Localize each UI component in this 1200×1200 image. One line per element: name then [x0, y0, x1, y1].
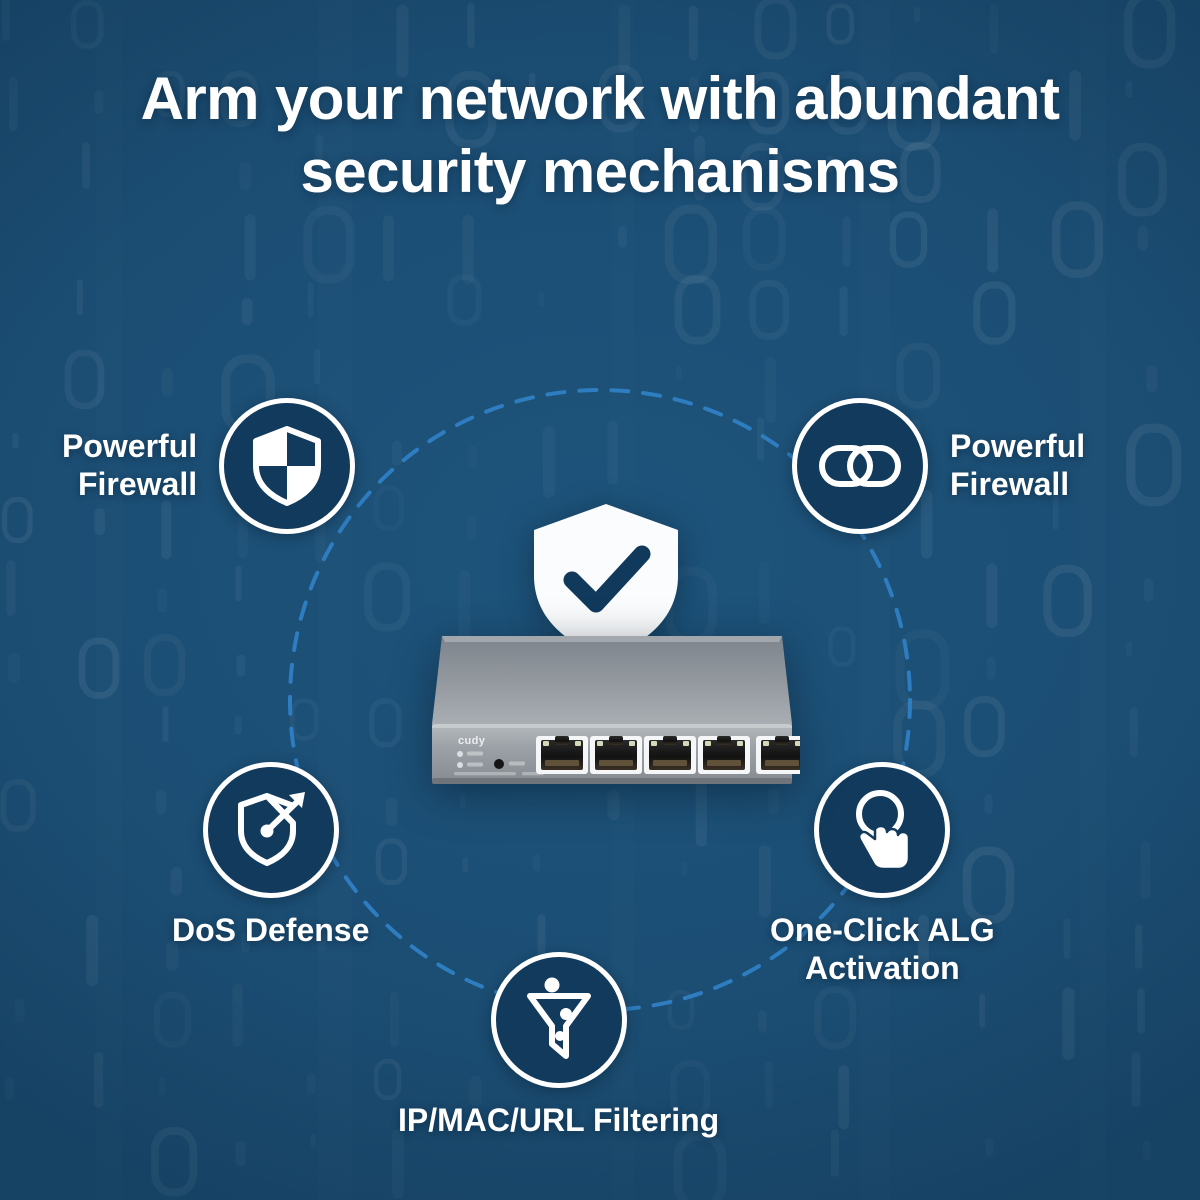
chain-link-icon — [817, 437, 903, 495]
headline-line-1: Arm your network with abundant — [140, 65, 1060, 132]
center-security-shield — [524, 500, 688, 660]
feature-icon-circle — [490, 952, 627, 1088]
feature-icon-circle — [814, 762, 951, 898]
feature-node-firewall-right[interactable]: Powerful Firewall — [792, 398, 1085, 534]
feature-icon-circle — [202, 762, 339, 898]
feature-node-filtering[interactable]: IP/MAC/URL Filtering — [398, 952, 719, 1140]
feature-node-alg-activation[interactable]: One-Click ALG Activation — [770, 762, 995, 988]
feature-icon-circle — [219, 398, 356, 534]
feature-label-filtering: IP/MAC/URL Filtering — [398, 1102, 720, 1138]
headline-line-2: security mechanisms — [300, 138, 901, 206]
product-network-switch: cudy — [424, 628, 800, 796]
page-title: Arm your network with abundant security … — [0, 62, 1200, 208]
feature-label-dos-defense: DoS Defense — [172, 912, 370, 948]
feature-label-firewall-left: Powerful Firewall — [62, 428, 198, 502]
funnel-filter-icon — [522, 976, 596, 1064]
click-hand-icon — [842, 787, 922, 873]
svg-text:cudy: cudy — [458, 735, 486, 747]
shield-check-icon — [524, 504, 688, 664]
shield-quartered-icon — [251, 426, 323, 506]
feature-node-dos-defense[interactable]: DoS Defense — [172, 762, 369, 950]
feature-label-alg-activation: One-Click ALG Activation — [770, 912, 995, 986]
feature-node-firewall-left[interactable]: Powerful Firewall — [62, 398, 356, 534]
feature-icon-circle — [792, 398, 928, 534]
feature-label-firewall-right: Powerful Firewall — [950, 428, 1086, 502]
shield-arrow-icon — [229, 789, 313, 871]
